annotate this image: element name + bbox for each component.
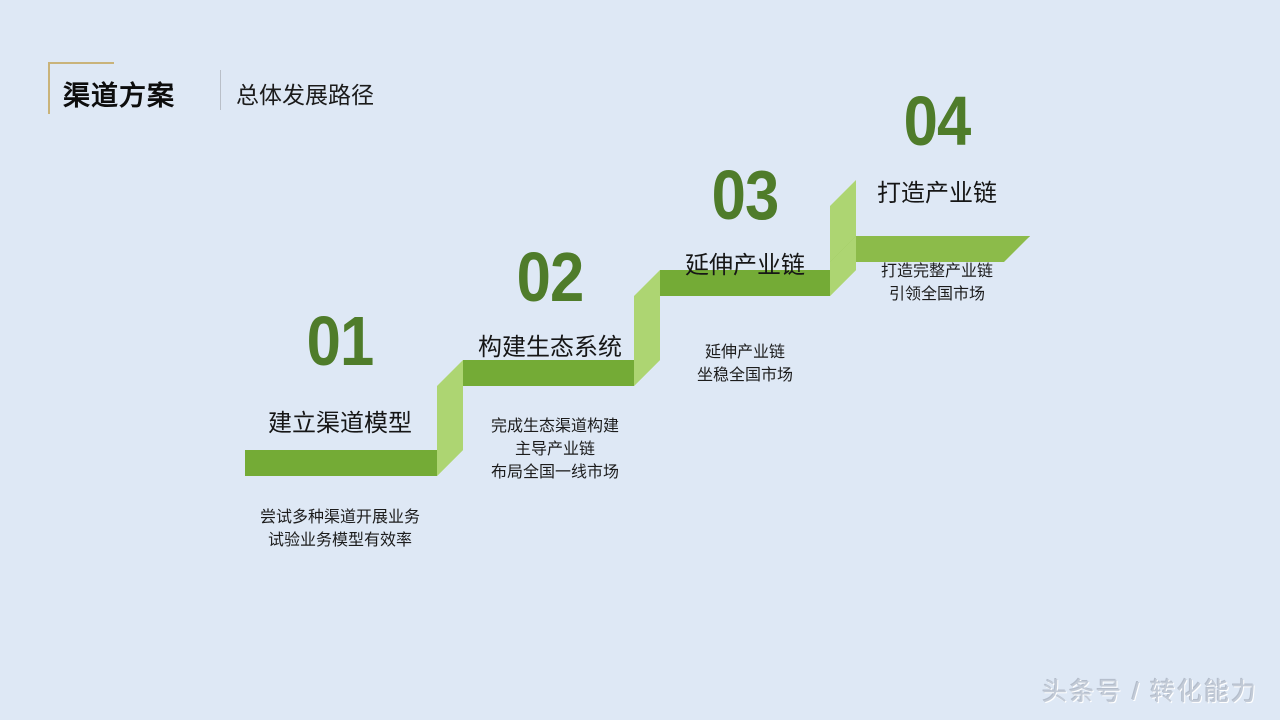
step-description-line: 试验业务模型有效率 xyxy=(267,532,412,550)
step-heading-04: 打造产业链 xyxy=(877,180,997,207)
step-number-01: 01 xyxy=(306,302,375,380)
page-title: 渠道方案 xyxy=(63,81,175,111)
step-description-line: 主导产业链 xyxy=(514,441,595,459)
step-number-02: 02 xyxy=(516,238,585,316)
step-description-line: 坐稳全国市场 xyxy=(696,367,793,385)
step-number-03: 03 xyxy=(711,156,780,234)
slide-header: 渠道方案 总体发展路径 xyxy=(48,62,468,122)
step-heading-03: 延伸产业链 xyxy=(685,252,805,279)
step-description-04: 打造完整产业链 引领全国市场 xyxy=(812,260,1062,306)
step-heading-01: 建立渠道模型 xyxy=(268,410,412,437)
step-description-02: 完成生态渠道构建 主导产业链 布局全国一线市场 xyxy=(430,415,680,485)
watermark: 头条号 / 转化能力 xyxy=(1042,678,1258,706)
step-description-03: 延伸产业链 坐稳全国市场 xyxy=(620,341,870,387)
header-divider xyxy=(220,70,221,110)
step-description-line: 尝试多种渠道开展业务 xyxy=(259,509,420,526)
step-number-04: 04 xyxy=(903,82,972,160)
step-shape-04 xyxy=(830,236,1030,262)
step-description-line: 打造完整产业链 xyxy=(880,263,993,280)
step-description-line: 布局全国一线市场 xyxy=(490,464,619,482)
step-description-line: 引领全国市场 xyxy=(888,286,985,304)
page-subtitle: 总体发展路径 xyxy=(236,82,374,108)
step-heading-02: 构建生态系统 xyxy=(478,334,622,361)
step-description-line: 完成生态渠道构建 xyxy=(490,418,619,435)
header-bracket-decoration xyxy=(48,62,114,114)
step-description-01: 尝试多种渠道开展业务 试验业务模型有效率 xyxy=(215,506,465,552)
step-description-line: 延伸产业链 xyxy=(704,344,785,361)
